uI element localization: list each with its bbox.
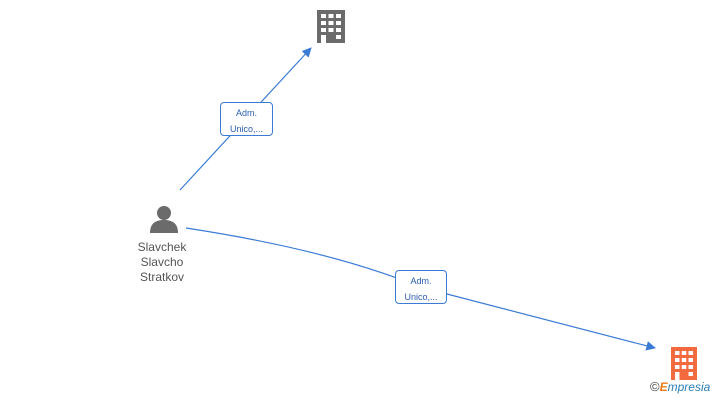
copyright-symbol: © bbox=[650, 379, 660, 394]
person-icon[interactable] bbox=[149, 205, 179, 233]
building-icon[interactable] bbox=[670, 346, 698, 380]
edge-label-line-1: Adm. bbox=[410, 276, 432, 286]
person-name-line-3: Stratkov bbox=[139, 270, 184, 284]
person-name-line-1: Slavchek bbox=[137, 240, 187, 254]
brand-initial: E bbox=[659, 380, 668, 394]
edge-label-role[interactable]: Adm. Unico,... bbox=[220, 102, 273, 136]
brand-name: mpresia bbox=[667, 380, 711, 394]
edge-label-role[interactable]: Adm. Unico,... bbox=[395, 270, 447, 304]
person-name-line-2: Slavcho bbox=[140, 255, 184, 269]
edge-label-line-2: Unico,... bbox=[229, 124, 263, 134]
empresia-watermark: ©Empresia bbox=[650, 379, 710, 394]
person-name-label: Slavchek Slavcho Stratkov bbox=[117, 240, 207, 285]
edge-label-line-1: Adm. bbox=[235, 108, 257, 118]
building-icon[interactable] bbox=[315, 9, 347, 43]
edge-label-line-2: Unico,... bbox=[404, 292, 438, 302]
